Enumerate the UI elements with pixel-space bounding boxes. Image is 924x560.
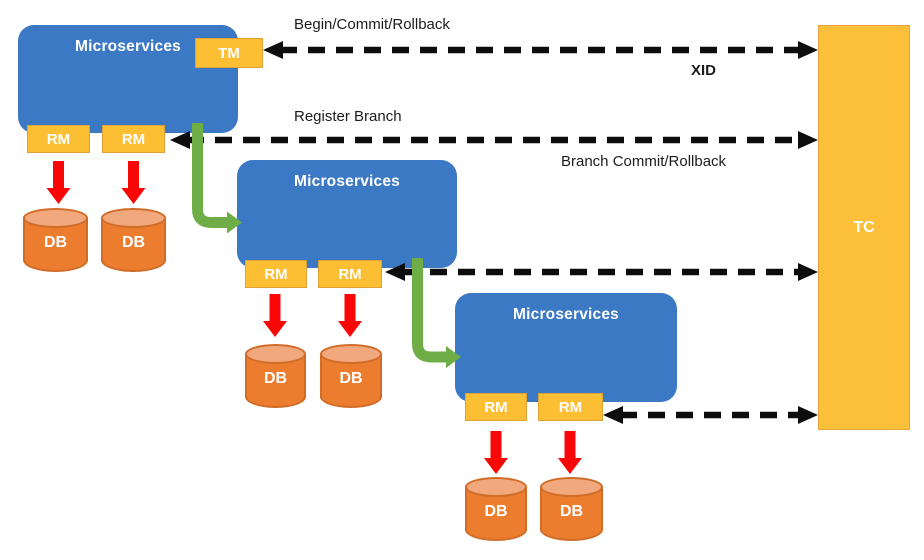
red-arrow-rm3b-db <box>558 431 582 474</box>
label-xid: XID <box>691 62 717 79</box>
rm-label: RM <box>484 398 508 416</box>
dashed-arrow-branch-ms3 <box>603 406 818 424</box>
dashed-arrow-begin-commit-rollback <box>263 41 818 59</box>
dashed-arrow-branch-ms2 <box>385 263 818 281</box>
dashed-arrow-register-branch <box>170 131 818 149</box>
red-arrow-rm2a-db <box>263 294 287 337</box>
rm-label: RM <box>558 398 583 416</box>
tc-label: TC <box>853 218 875 236</box>
db-cylinder-2a: DB <box>245 344 306 408</box>
rm-box-3b: RM <box>538 393 603 421</box>
green-arrow-ms1-to-ms2 <box>192 123 242 234</box>
red-arrow-rm1a-db <box>46 161 71 204</box>
db-label: DB <box>121 234 146 251</box>
microservice-1-label: Microservices <box>75 38 181 55</box>
db-cylinder-3b: DB <box>540 477 603 541</box>
db-cylinder-1a: DB <box>23 208 88 272</box>
rm-box-2a: RM <box>245 260 307 288</box>
db-label: DB <box>43 234 68 251</box>
microservice-box-2: Microservices <box>237 160 457 268</box>
red-arrow-rm2b-db <box>338 294 362 337</box>
red-arrow-rm1b-db <box>121 161 146 204</box>
db-cylinder-top <box>320 344 382 364</box>
rm-label: RM <box>121 130 146 148</box>
rm-box-1a: RM <box>27 125 90 153</box>
label-register-branch: Register Branch <box>294 108 402 125</box>
db-label: DB <box>484 503 508 520</box>
microservice-3-label: Microservices <box>513 306 619 323</box>
db-cylinder-top <box>101 208 166 228</box>
rm-box-2b: RM <box>318 260 382 288</box>
db-cylinder-top <box>465 477 527 497</box>
db-cylinder-top <box>23 208 88 228</box>
tm-box: TM <box>195 38 263 68</box>
microservice-box-3: Microservices <box>455 293 677 402</box>
label-branch-commit-rollback: Branch Commit/Rollback <box>561 153 727 170</box>
rm-label: RM <box>46 130 71 148</box>
tc-box: TC <box>818 25 910 430</box>
rm-box-1b: RM <box>102 125 165 153</box>
rm-label: RM <box>338 265 362 283</box>
rm-box-3a: RM <box>465 393 527 421</box>
db-cylinder-2b: DB <box>320 344 382 408</box>
microservice-2-label: Microservices <box>294 173 400 190</box>
db-label: DB <box>339 370 363 387</box>
db-cylinder-3a: DB <box>465 477 527 541</box>
label-begin-commit-rollback: Begin/Commit/Rollback <box>294 16 450 33</box>
db-label: DB <box>559 503 584 520</box>
db-cylinder-top <box>540 477 603 497</box>
db-label: DB <box>263 370 288 387</box>
db-cylinder-top <box>245 344 306 364</box>
tm-label: TM <box>218 44 240 62</box>
rm-label: RM <box>264 265 288 283</box>
db-cylinder-1b: DB <box>101 208 166 272</box>
red-arrow-rm3a-db <box>484 431 508 474</box>
